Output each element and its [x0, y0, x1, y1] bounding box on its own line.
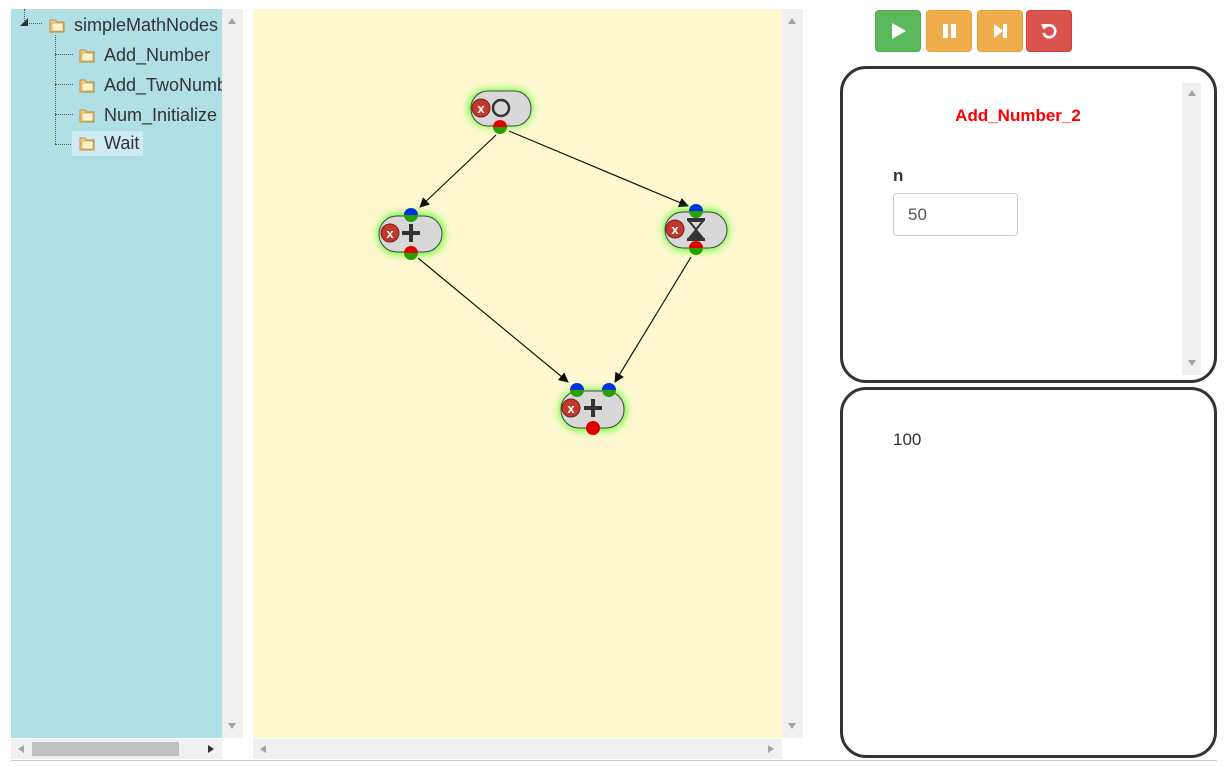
scroll-down-icon[interactable] [787, 722, 797, 730]
input-port[interactable] [689, 204, 703, 218]
output-panel: 100 [840, 387, 1217, 758]
node-library-tree: simpleMathNodes Add_Number Add_TwoNumber… [11, 9, 222, 738]
scroll-up-icon[interactable] [1187, 89, 1197, 97]
tree-item-num-initialize[interactable]: Num_Initialize [78, 103, 217, 127]
tree-connector [55, 144, 73, 145]
output-port[interactable] [689, 241, 703, 255]
input-port[interactable] [602, 383, 616, 397]
graph-node-add-left[interactable]: x [378, 208, 444, 260]
tree-item-label: Wait [104, 132, 140, 153]
output-port[interactable] [493, 120, 507, 134]
tree-horizontal-scrollbar[interactable] [11, 739, 222, 759]
folder-icon [78, 76, 96, 94]
reset-button[interactable] [1026, 10, 1072, 52]
svg-text:x: x [671, 222, 679, 237]
delete-node-icon[interactable]: x [380, 223, 400, 243]
svg-text:x: x [477, 101, 485, 116]
svg-text:x: x [386, 226, 394, 241]
tree-connector [55, 84, 73, 85]
input-port[interactable] [570, 383, 584, 397]
collapse-toggle-icon[interactable] [19, 17, 29, 27]
scroll-right-icon[interactable] [767, 744, 775, 754]
tree-item-add-twonumbers[interactable]: Add_TwoNumbers [78, 73, 222, 97]
tree-vertical-scrollbar[interactable] [222, 9, 243, 738]
edge-add-to-final [417, 257, 569, 383]
hourglass-icon [686, 218, 706, 241]
graph-svg: x x [378, 90, 728, 435]
tree-item-label: Add_TwoNumbers [104, 74, 222, 95]
tree-connector [24, 23, 42, 24]
pause-button[interactable] [926, 10, 972, 52]
folder-icon [78, 106, 96, 124]
input-port[interactable] [404, 208, 418, 222]
pause-icon [943, 24, 956, 38]
graph-node-wait[interactable]: x [664, 204, 728, 255]
property-label-n: n [893, 166, 904, 185]
graph-node-start[interactable]: x [469, 90, 532, 134]
tree-root-simplemathnodes[interactable]: simpleMathNodes [48, 13, 218, 37]
canvas-vertical-scrollbar[interactable] [782, 9, 803, 738]
scroll-down-icon[interactable] [1187, 359, 1197, 367]
delete-node-icon[interactable]: x [471, 98, 491, 118]
output-value: 100 [893, 430, 922, 449]
canvas-horizontal-scrollbar[interactable] [253, 739, 782, 759]
folder-icon [48, 16, 66, 34]
scroll-down-icon[interactable] [227, 722, 237, 730]
edge-start-to-add [419, 134, 497, 208]
tree-item-add-number[interactable]: Add_Number [78, 43, 210, 67]
selected-highlight: Wait [72, 130, 144, 156]
tree-item-wait[interactable]: Wait [72, 130, 144, 156]
delete-node-icon[interactable]: x [665, 219, 685, 239]
property-input-n[interactable] [893, 193, 1018, 236]
node-title: Add_Number_2 [955, 106, 1081, 125]
edge-wait-to-final [614, 256, 692, 383]
plus-icon [402, 224, 420, 242]
folder-icon [78, 134, 96, 152]
divider [11, 760, 1217, 761]
play-icon [892, 23, 906, 39]
scroll-up-icon[interactable] [787, 17, 797, 25]
step-button[interactable] [977, 10, 1023, 52]
step-forward-icon [994, 24, 1007, 38]
tree-connector [55, 54, 73, 55]
tree-item-label: Add_Number [104, 44, 211, 65]
tree-connector [55, 35, 56, 144]
tree-connector [55, 114, 73, 115]
output-port[interactable] [404, 246, 418, 260]
circle-icon [491, 98, 511, 118]
tree-connector [24, 9, 25, 23]
scroll-thumb[interactable] [32, 742, 179, 756]
play-button[interactable] [875, 10, 921, 52]
delete-node-icon[interactable]: x [561, 398, 581, 418]
svg-text:x: x [567, 401, 575, 416]
graph-node-add-bottom[interactable]: x [560, 383, 626, 435]
plus-icon [584, 399, 602, 417]
scroll-up-icon[interactable] [227, 17, 237, 25]
scroll-right-icon[interactable] [207, 744, 215, 754]
node-properties-panel: Add_Number_2 n [840, 66, 1217, 383]
tree-item-label: Num_Initialize [104, 104, 218, 125]
scroll-left-icon[interactable] [17, 744, 25, 754]
edge-start-to-wait [508, 130, 689, 208]
output-port[interactable] [586, 421, 600, 435]
reset-icon [1041, 24, 1057, 39]
graph-canvas[interactable]: x x [253, 9, 782, 738]
properties-vertical-scrollbar[interactable] [1182, 83, 1201, 375]
folder-icon [78, 46, 96, 64]
tree-item-label: simpleMathNodes [74, 14, 219, 35]
scroll-left-icon[interactable] [259, 744, 267, 754]
